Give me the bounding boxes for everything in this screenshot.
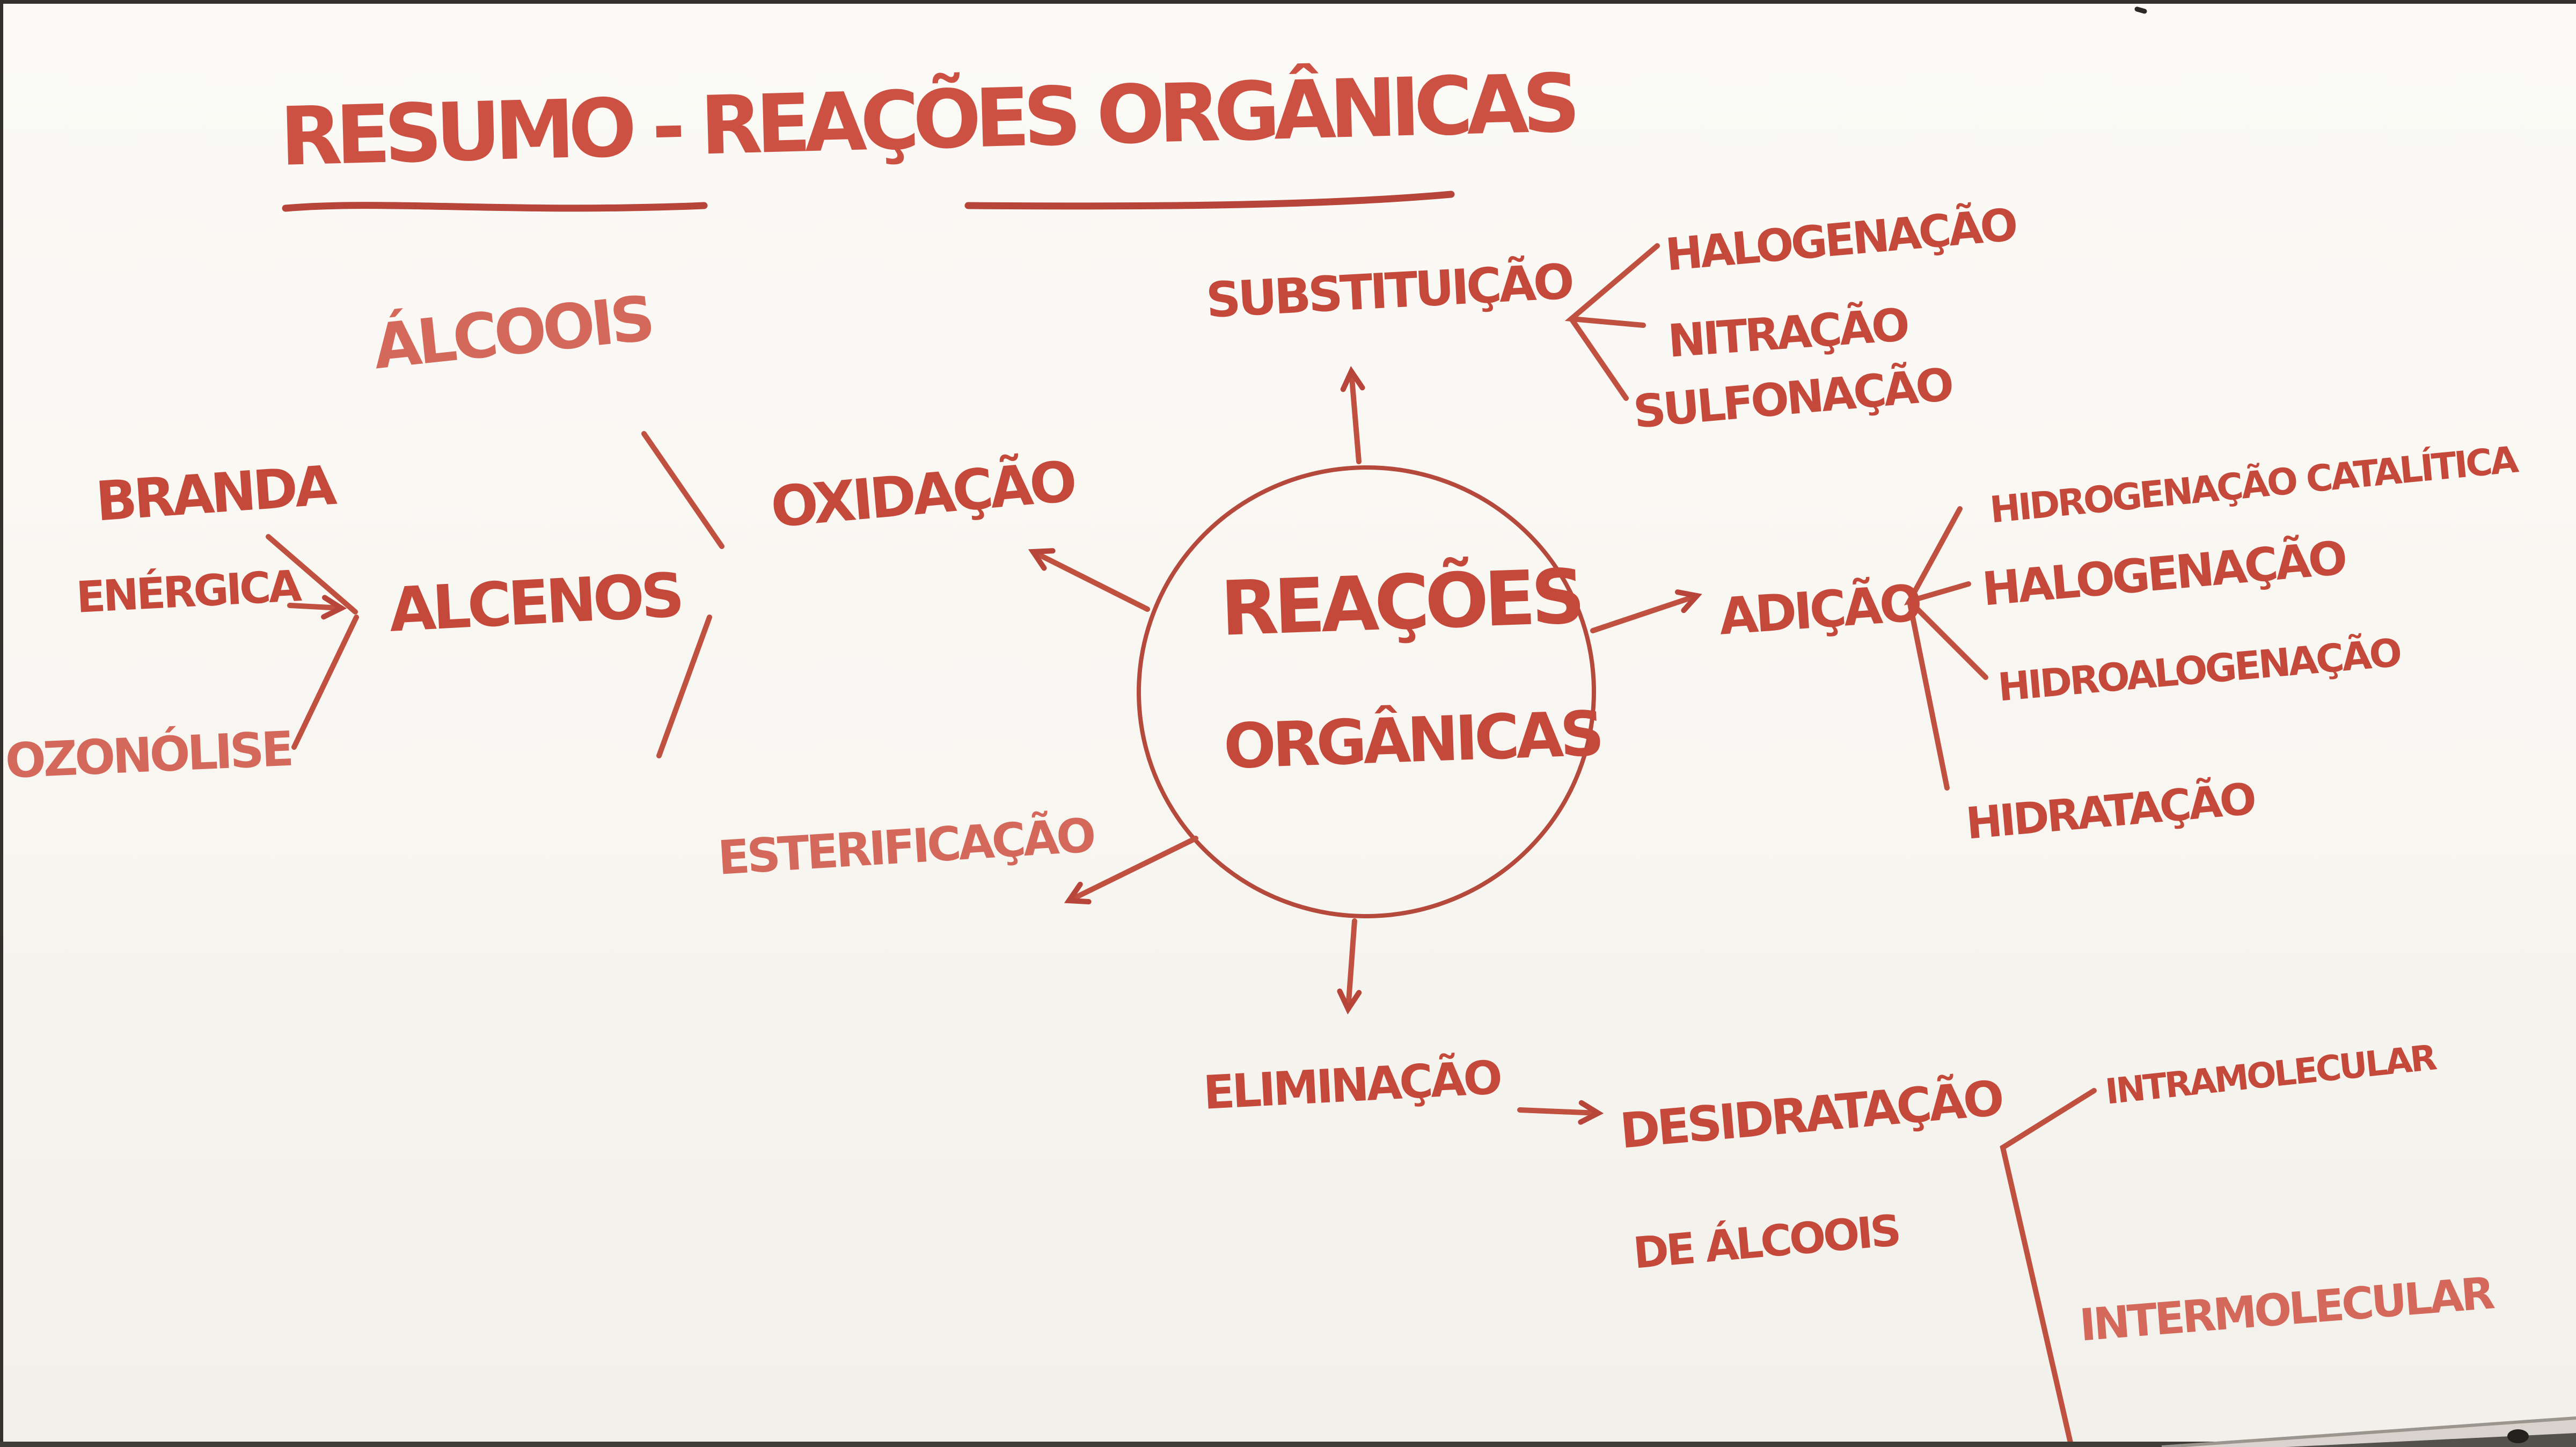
substituicao-connectors (1340, 243, 1660, 464)
center-node-line1: REAÇÕES (1219, 553, 1583, 653)
esterificacao-connector (1064, 836, 1198, 905)
center-circle (1137, 465, 1596, 919)
node-branda: BRANDA (93, 454, 335, 534)
node-alcenos: ALCENOS (387, 559, 683, 646)
board-smudge (2134, 6, 2147, 14)
eliminacao-connectors (1337, 918, 2097, 1445)
center-node-line2: ORGÂNICAS (1222, 698, 1602, 783)
node-ozonolise: OZONÓLISE (4, 720, 292, 789)
alcenos-connectors (266, 534, 359, 750)
node-energica: ENÉRGICA (75, 561, 301, 623)
adicao-connectors (1590, 506, 1988, 791)
oxidacao-connectors (641, 431, 1150, 758)
title-underline (282, 191, 1455, 212)
marker-tray (2161, 1416, 2576, 1447)
node-adicao: ADIÇÃO (1717, 574, 1921, 647)
marker-pen (2507, 1429, 2529, 1443)
